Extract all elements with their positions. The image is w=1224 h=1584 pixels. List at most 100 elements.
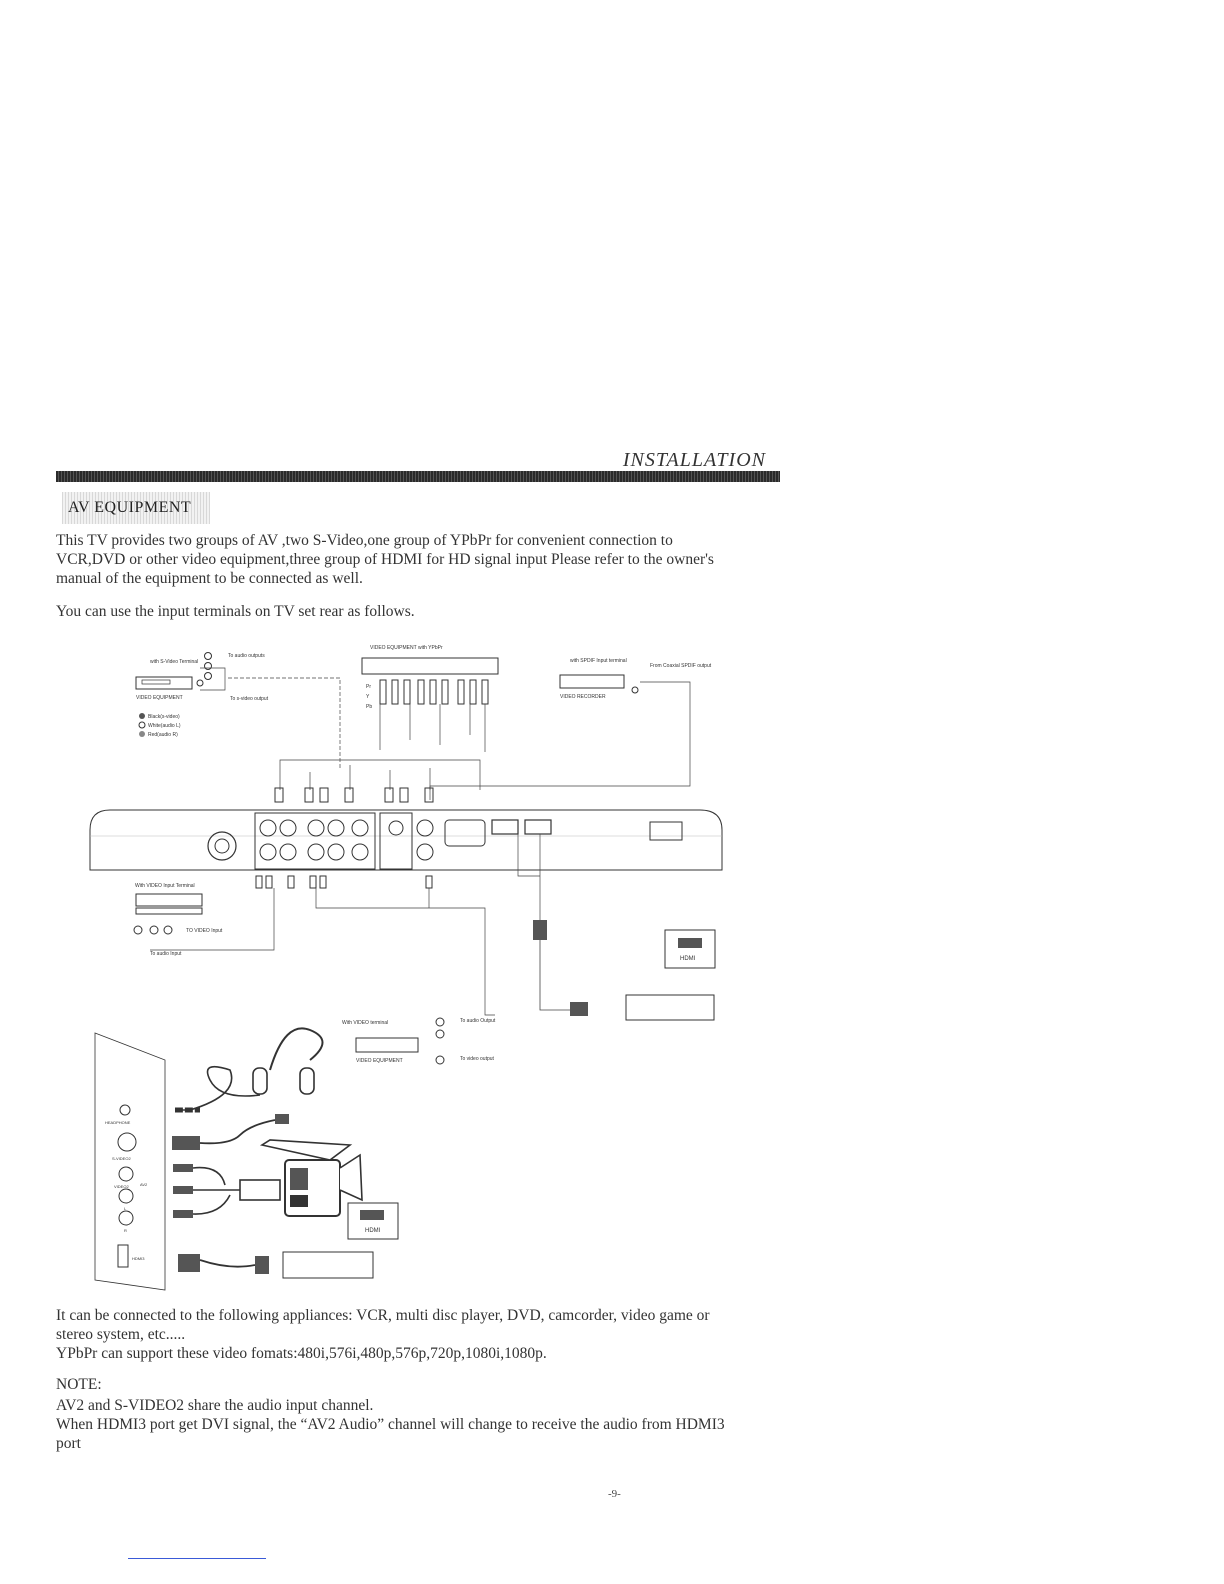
- pb-label: Pb: [366, 704, 372, 710]
- under-panel-connections: [150, 834, 541, 1016]
- plug-7: [457, 679, 465, 705]
- video-recorder-label: VIDEO RECORDER: [560, 694, 606, 700]
- plug-4: [417, 679, 425, 705]
- svideo-device-box: [135, 676, 193, 690]
- note-line-1: AV2 and S-VIDEO2 share the audio input c…: [56, 1397, 374, 1414]
- legend-red: Red(audio R): [148, 732, 178, 738]
- camcorder: [173, 1139, 363, 1218]
- hdmi3-port: [117, 1244, 129, 1268]
- video-terminal-device-box: [355, 1037, 419, 1053]
- spdif-terminal-label: with SPDIF Input terminal: [570, 658, 627, 664]
- section-heading: AV EQUIPMENT: [62, 492, 210, 524]
- top-plugs: [274, 787, 434, 803]
- r-label: R: [124, 1228, 127, 1233]
- hdmi-label-right: HDMI: [680, 956, 696, 962]
- legend-black-icon: [139, 713, 145, 719]
- svideo-terminal-label: with S-Video Terminal: [150, 659, 198, 665]
- video-equipment-label: VIDEO EQUIPMENT: [136, 695, 183, 701]
- video-input-terminal-label: With VIDEO Input Terminal: [135, 883, 195, 889]
- audio-r2-jack: [204, 672, 212, 680]
- headphone-label: HEADPHONE: [105, 1120, 131, 1125]
- ypbpr-equipment-label: VIDEO EQUIPMENT with YPbPr: [370, 645, 443, 651]
- tv-rear-panel: [89, 809, 723, 871]
- note-title: NOTE:: [56, 1376, 102, 1393]
- ypbpr-formats: YPbPr can support these video fomats:480…: [56, 1345, 547, 1362]
- side-hdmi-device: HDMI: [178, 1202, 399, 1279]
- appliances-paragraph: It can be connected to the following app…: [56, 1306, 736, 1363]
- antenna-jack-inner: [214, 838, 230, 854]
- av2-l-jack: [118, 1188, 134, 1204]
- av2-r-jack: [118, 1210, 134, 1226]
- to-video-input-label: TO VIDEO Input: [186, 928, 223, 934]
- hdmi-plug-2: [570, 1002, 588, 1016]
- plug-9: [481, 679, 489, 705]
- svideo-device-slot: [141, 679, 171, 685]
- with-video-terminal-label: With VIDEO terminal: [342, 1020, 388, 1026]
- video2-label: VIDEO2: [114, 1184, 129, 1189]
- svideo2-jack: [117, 1132, 137, 1152]
- legend-white-icon: [138, 721, 146, 729]
- from-coaxial-spdif-label: From Coaxial SPDIF output: [650, 663, 712, 669]
- ypbpr-equipment: VIDEO EQUIPMENT with YPbPr Pr Y Pb: [361, 645, 499, 752]
- plug-3: [403, 679, 411, 705]
- intro-instruction: You can use the input terminals on TV se…: [56, 603, 415, 620]
- vga-port: [444, 819, 486, 847]
- svideo-equipment: with S-Video Terminal VIDEO EQUIPMENT To…: [135, 652, 341, 770]
- to-video-output-label: To video output: [460, 1056, 495, 1062]
- headphone-device: [175, 1027, 324, 1113]
- footer-link-line[interactable]: [128, 1558, 266, 1559]
- side-hdmi-device-box: [282, 1251, 374, 1279]
- hdmi-plug-1: [533, 920, 547, 940]
- recorder-box: [559, 674, 625, 689]
- svideo-cable: [172, 1114, 289, 1150]
- hdmi-connections: HDMI: [533, 920, 716, 1021]
- audio-l-jack: [204, 662, 212, 670]
- legend-red-icon: [139, 731, 145, 737]
- header-bar: [56, 471, 780, 482]
- video-equipment-2-label: VIDEO EQUIPMENT: [356, 1058, 403, 1064]
- svideo-device-knob: [196, 679, 204, 687]
- plug-1: [379, 679, 387, 705]
- l-label: L: [124, 1206, 127, 1211]
- plug-5: [429, 679, 437, 705]
- spdif-recorder: with SPDIF Input terminal From Coaxial S…: [429, 658, 712, 800]
- section-heading-text: AV EQUIPMENT: [68, 499, 192, 516]
- note-line-2: When HDMI3 port get DVI signal, the “AV2…: [56, 1416, 725, 1452]
- headphone-jack: [119, 1104, 131, 1116]
- page-title: INSTALLATION: [622, 449, 766, 471]
- hdmi-device-box: [625, 994, 715, 1021]
- to-audio-input-label: To audio Input: [150, 951, 182, 957]
- av2-label: AV2: [140, 1182, 148, 1187]
- video-input-device-box: [135, 893, 203, 907]
- plug-2: [391, 679, 399, 705]
- page-number: -9-: [608, 1488, 621, 1500]
- audio-r-jack: [204, 652, 212, 660]
- video-terminal-equipment: With VIDEO terminal To audio Output To v…: [342, 1017, 496, 1065]
- hdmi-callout-2: [347, 1202, 399, 1240]
- intro-paragraph: This TV provides two groups of AV ,two S…: [56, 532, 714, 587]
- side-panel: HEADPHONE S-VIDEO2 VIDEO2 AV2 L R HDMI3: [94, 1032, 166, 1291]
- svideo2-label: S-VIDEO2: [112, 1156, 131, 1161]
- pr-label: Pr: [366, 684, 371, 690]
- note-text: AV2 and S-VIDEO2 share the audio input c…: [56, 1396, 736, 1453]
- cable-bundle: [279, 759, 481, 790]
- to-audio-outputs-label: To audio outputs: [228, 653, 265, 659]
- plug-6: [441, 679, 449, 705]
- to-svideo-output-label: To s-video output: [230, 696, 269, 702]
- ypbpr-device-box: [361, 657, 499, 675]
- video-input-equipment: With VIDEO Input Terminal TO VIDEO Input…: [133, 883, 223, 957]
- spdif-jack: [631, 686, 639, 694]
- legend-black: Black(s-video): [148, 714, 180, 720]
- hdmi-label-side: HDMI: [365, 1228, 381, 1234]
- power-socket: [649, 821, 683, 841]
- hdmi-callout: [664, 929, 716, 969]
- plug-8: [469, 679, 477, 705]
- video2-jack: [118, 1166, 134, 1182]
- connection-diagram: with S-Video Terminal VIDEO EQUIPMENT To…: [89, 645, 723, 1291]
- to-audio-output-label: To audio Output: [460, 1018, 496, 1024]
- hdmi3-label: HDMI3: [132, 1256, 145, 1261]
- appliances-text: It can be connected to the following app…: [56, 1307, 710, 1343]
- y-label: Y: [366, 694, 370, 700]
- hdmi2-port: [524, 819, 552, 835]
- legend-white: White(audio L): [148, 723, 181, 729]
